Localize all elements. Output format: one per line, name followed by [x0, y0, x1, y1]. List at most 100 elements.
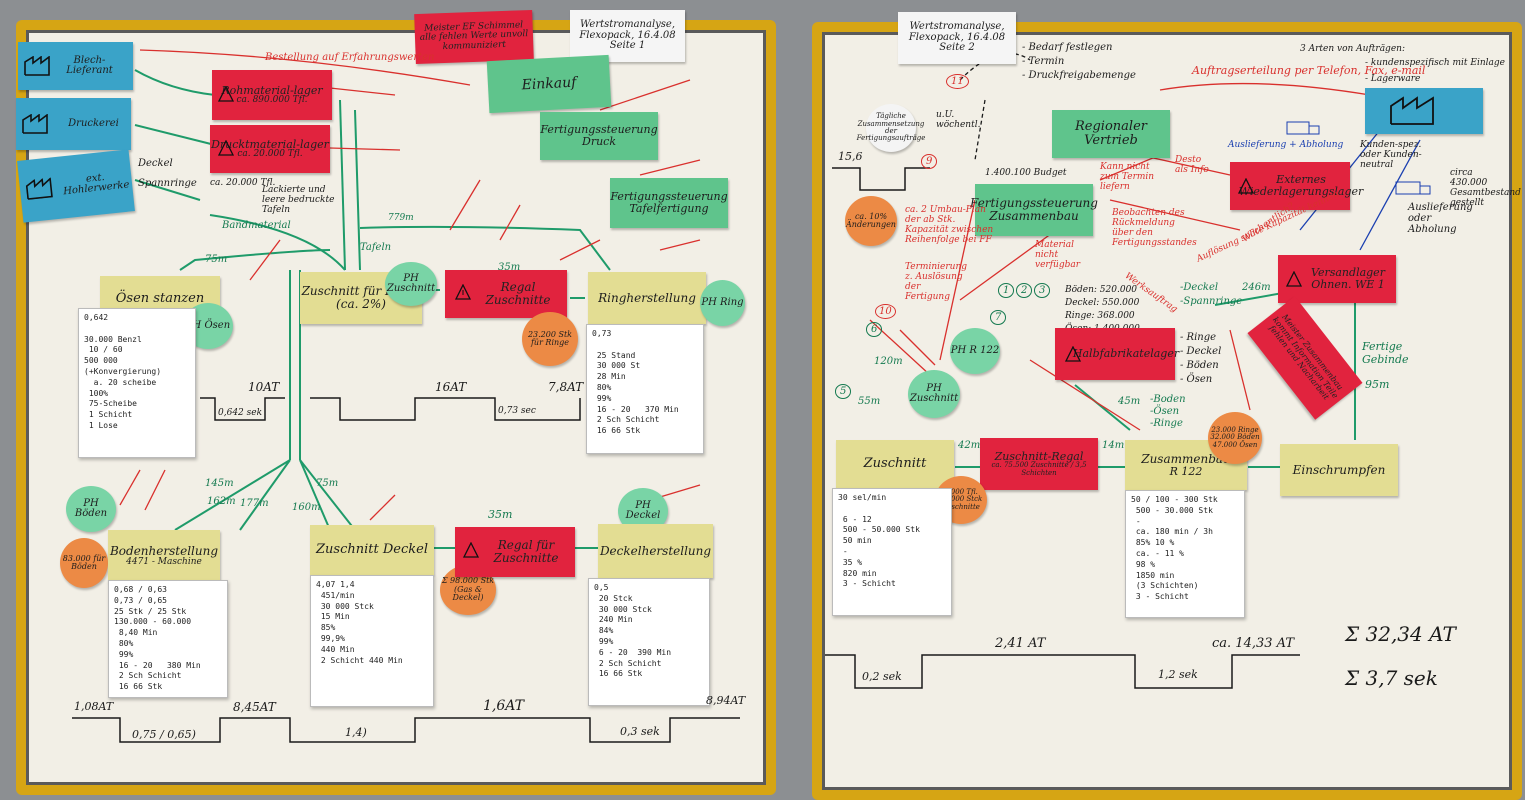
note-beobachten: Beobachten des Rückmeldung über den Fert…: [1112, 208, 1197, 248]
orange-deckel-text: Σ 98.000 Stk (Gas & Deckel): [441, 576, 495, 603]
ring-list-4: - Ösen: [1180, 374, 1213, 385]
note-umbauten: ca. 2 Umbau-Plan der ab Stk. Kapazität z…: [905, 205, 994, 245]
fert-zus-label: Fertigungssteuerung Zusammenbau: [970, 196, 1098, 223]
process-ringherstellung: Ringherstellung: [588, 272, 706, 324]
timeline-top-3: 7,8AT: [548, 380, 584, 394]
fertigungssteuerung-zusammenbau: Fertigungssteuerung Zusammenbau: [970, 184, 1098, 236]
tafeln-label: Tafeln: [360, 242, 392, 253]
orange-rz-text: 23.000 Ringe 32.000 Böden 47.000 Ösen: [1210, 425, 1260, 449]
supplier-note-deckel: Deckel: [138, 158, 173, 169]
distance-14: 14m: [1102, 440, 1125, 451]
data-sheet-deckel-zuschnitt: 4,07 1,4 451/min 30 000 Stck 15 Min 85% …: [310, 575, 434, 707]
order-types-title: 3 Arten von Aufträgen:: [1300, 44, 1405, 54]
ph-r122-text: PH R 122: [950, 344, 1000, 356]
warning-triangle-icon: [455, 284, 471, 300]
boden-list-1: -Boden: [1150, 394, 1186, 405]
order-note: Bestellung auf Erfahrungswerten: [265, 52, 435, 63]
taegliche-card: Tägliche Zusammensetzung der Fertigungsa…: [857, 104, 925, 152]
bandmaterial-label: Bandmaterial: [222, 220, 291, 231]
truck-icon: [1395, 181, 1431, 195]
timeline-right-bottom-mid: 1,2 sek: [1158, 668, 1198, 681]
supplier-blech: Blech-Lieferant: [18, 42, 133, 90]
process-zusammenbau-label: Zusammenbau: [1141, 451, 1231, 466]
num-2: 2: [1016, 283, 1033, 298]
process-boden-sub: 4471 - Maschine: [126, 556, 202, 567]
regal-fuer-zuschnitte-label: Regal für Zuschnitte: [493, 538, 559, 565]
process-zuschnitt-deckel: Zuschnitt Deckel: [310, 525, 434, 575]
warning-triangle-icon: [1238, 178, 1254, 194]
note-terminierung: Terminierung z. Auslösung der Fertigung: [905, 262, 968, 302]
timeline-right-bottom-left: 0,2 sek: [862, 670, 902, 683]
process-zuschnitt-right: Zuschnitt: [836, 440, 954, 488]
distance-95: 95m: [1365, 378, 1390, 391]
orange-rz-bestand: 23.000 Ringe 32.000 Böden 47.000 Ösen: [1208, 412, 1262, 464]
extern-lager-label: Externes Wiederlagerungslager: [1238, 173, 1364, 198]
timeline-top-1: 10AT: [248, 380, 280, 394]
timeline-top-bottom-1: 0,642 sek: [218, 408, 263, 418]
process-zusammenbau: Zusammenbau R 122: [1125, 440, 1247, 490]
einkauf-label: Einkauf: [521, 74, 577, 94]
ph-oesen-text: PH Ösen: [185, 319, 231, 331]
factory-icon: [25, 176, 53, 200]
fert-tafel-label: Fertigungssteuerung Tafelfertigung: [610, 190, 728, 215]
timeline-bottom-sek-2: 1,4): [345, 726, 367, 739]
process-oesen-label: Ösen stanzen: [115, 291, 205, 307]
supplier-hohlerwerke: ext. Hohlerwerke: [17, 149, 135, 223]
distance-42: 42m: [958, 440, 981, 451]
distance-246: 246m: [1242, 282, 1271, 293]
versandlager-label: Versandlager Ohnen. WE 1: [1311, 266, 1385, 291]
distance-label: 160m: [292, 502, 321, 513]
top-note-3: - Druckfreigabemenge: [1022, 70, 1136, 81]
data-sheet-boden: 0,68 / 0,63 0,73 / 0,65 25 Stk / 25 Stk …: [108, 580, 228, 698]
ph-boeden-circle: PH Böden: [66, 486, 116, 532]
einkauf-box: Einkauf: [486, 54, 612, 114]
store-extra-note: ca. 20.000 Tfl.: [210, 178, 276, 188]
halbfabrikatelager-label: Halbfabrikatelager: [1072, 347, 1180, 361]
process-ringherstellung-label: Ringherstellung: [598, 290, 696, 305]
sum-at: Σ 32,34 AT: [1345, 622, 1456, 646]
timeline-top-2: 16AT: [435, 380, 467, 394]
externes-lager: Externes Wiederlagerungslager: [1230, 162, 1363, 210]
cycle-15-6: 15,6: [838, 150, 863, 163]
header-line-3: Seite 2: [939, 42, 975, 54]
ph-deckel-text: PH Deckel: [625, 499, 661, 521]
taegliche-text: Tägliche Zusammensetzung der Fertigungsa…: [856, 112, 926, 143]
supplier-hohlerwerke-label: ext. Hohlerwerke: [62, 171, 130, 198]
fertigungssteuerung-tafel: Fertigungssteuerung Tafelfertigung: [610, 178, 728, 228]
supplier-blech-label: Blech-Lieferant: [66, 54, 113, 76]
process-zusammenbau-sub: R 122: [1169, 464, 1203, 478]
rohmaterial-lager-sub: ca. 890.000 Tfl.: [236, 95, 308, 106]
abholung-note: Auslieferung + Abholung: [1228, 140, 1344, 150]
timeline-top-bottom-2: 0,73 sec: [498, 406, 536, 416]
distance-label: 177m: [240, 498, 269, 509]
stock-list-3: Ringe: 368.000: [1065, 311, 1135, 321]
warning-triangle-icon: [1065, 346, 1081, 362]
header-line-1: Wertstromanalyse,: [579, 19, 676, 31]
distance-55: 55m: [858, 396, 881, 407]
factory-icon: [24, 56, 50, 76]
warning-triangle-icon: [463, 542, 479, 558]
regal-zuschnitte-label: Regal Zuschnitte: [485, 280, 551, 307]
regal-zuschnitte: Regal Zuschnitte: [445, 270, 567, 318]
orange-ringe-text: 23.200 Stk für Ringe: [527, 329, 573, 347]
ph-zuschnitt-circle: PH Zuschnitt: [385, 262, 437, 306]
distance-label: 779m: [388, 213, 414, 223]
ph-zuschnitt-right-circle: PH Zuschnitt: [908, 370, 960, 418]
wa-item-2: -Spannringe: [1180, 296, 1243, 307]
process-einschrumpfen-label: Einschrumpfen: [1292, 462, 1386, 477]
regionaler-vertrieb: Regionaler Vertrieb: [1052, 110, 1170, 158]
distance-label: 75m: [205, 254, 228, 265]
header-line-1: Wertstromanalyse,: [909, 21, 1005, 33]
num-5: 5: [835, 384, 852, 399]
druckmaterial-lager-label: Drucktmaterial-lager: [211, 137, 329, 151]
distance-label: 35m: [488, 508, 513, 521]
top-note-2: - Termin: [1022, 56, 1065, 67]
ring-list-1: - Ringe: [1180, 332, 1217, 343]
stock-list-1: Böden: 520.000: [1065, 285, 1138, 295]
box-note: circa 430.000 Gesamtbestand gestellt: [1450, 168, 1521, 208]
timeline-bottom-sek-1: 0,75 / 0,65): [132, 728, 196, 741]
supplier-note-spannringe: Spannringe: [138, 178, 197, 189]
auslief-note: Auslieferung oder Abholung: [1408, 202, 1473, 235]
ph-zuschnitt-right-text: PH Zuschnitt: [909, 382, 959, 404]
note-desto: Desto als Info: [1175, 155, 1209, 175]
